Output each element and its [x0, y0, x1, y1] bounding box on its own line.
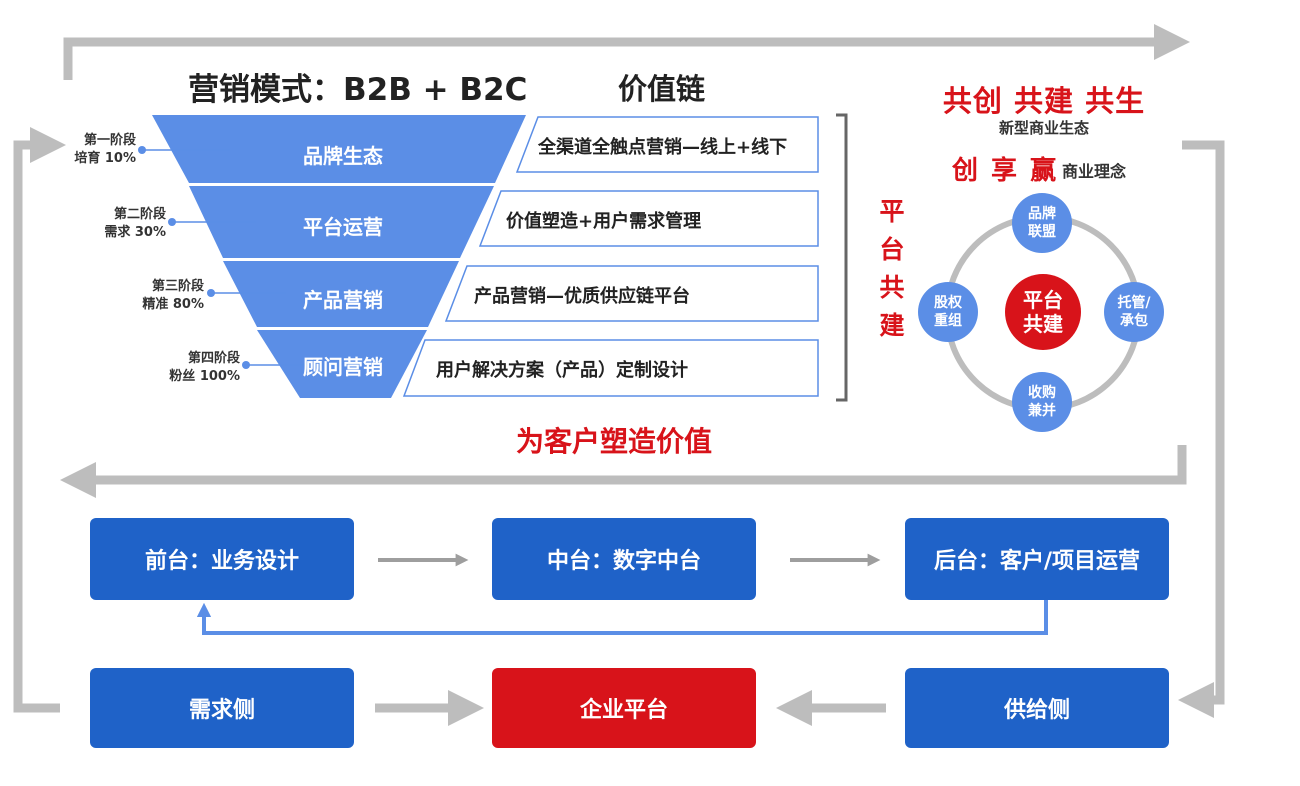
platform-vertical-char-2: 台 [879, 235, 905, 264]
node-platform-co-build: 平台共建 [1005, 274, 1081, 350]
chain-box-1 [515, 116, 819, 173]
chain-text-2: 价值塑造+用户需求管理 [506, 211, 702, 232]
chain-box-4 [402, 339, 819, 397]
back-to-front-feedback-arrow [196, 600, 1048, 635]
platform-vertical-char-3: 共 [879, 273, 905, 302]
middle-return-arrow [60, 445, 1187, 498]
stage-label-4: 第四阶段 粉丝 100% [169, 351, 240, 384]
node-acquisition: 收购兼并 [1012, 372, 1072, 432]
funnel-label-product: 产品营销 [303, 288, 383, 312]
funnel-layer-3 [223, 261, 459, 327]
customer-value-title: 为客户塑造价值 [516, 425, 713, 458]
left-loop-arrow [13, 127, 66, 713]
node-brand-alliance: 品牌联盟 [1012, 193, 1072, 253]
chain-text-4: 用户解决方案（产品）定制设计 [436, 360, 688, 381]
ecosystem-title: 共创 共建 共生 [942, 84, 1146, 118]
platform-vertical-char-4: 建 [879, 311, 905, 340]
stage-label-1: 第一阶段 培育 10% [74, 133, 136, 166]
chain-box-3 [444, 265, 819, 322]
funnel-label-brand: 品牌生态 [303, 144, 383, 168]
marketing-model-title: 营销模式：B2B + B2C [188, 72, 528, 108]
chain-bracket [836, 113, 848, 402]
funnel-label-platform: 平台运营 [303, 215, 383, 239]
node-equity-restructuring: 股权重组 [918, 282, 978, 342]
enterprise-platform-box: 企业平台 [492, 668, 756, 748]
stage-dot-4 [242, 361, 250, 369]
right-loop-arrow [1178, 140, 1225, 718]
funnel-layer-1 [152, 115, 526, 183]
business-concept-label: 商业理念 [1062, 162, 1127, 181]
ecosystem-subtitle: 新型商业生态 [998, 119, 1089, 137]
node-trusteeship: 托管/承包 [1104, 282, 1164, 342]
front-office-box: 前台：业务设计 [90, 518, 354, 600]
stage-label-2: 第二阶段 需求 30% [104, 207, 166, 240]
top-loop-arrow [63, 24, 1190, 80]
chain-box-2 [478, 190, 819, 247]
stage-dot-2 [168, 218, 176, 226]
business-concept-red: 创 享 赢 [952, 156, 1059, 186]
value-chain-title: 价值链 [618, 72, 706, 106]
supply-side-box: 供给侧 [905, 668, 1169, 748]
platform-vertical-char-1: 平 [879, 197, 905, 226]
middle-office-box: 中台：数字中台 [492, 518, 756, 600]
funnel-label-consultant: 顾问营销 [303, 355, 383, 379]
funnel-layer-2 [189, 186, 494, 258]
stage-dot-1 [138, 146, 146, 154]
demand-side-box: 需求侧 [90, 668, 354, 748]
back-office-box: 后台：客户/项目运营 [905, 518, 1169, 600]
funnel-layer-4 [257, 330, 427, 398]
chain-text-3: 产品营销—优质供应链平台 [474, 286, 690, 307]
chain-text-1: 全渠道全触点营销—线上+线下 [538, 137, 788, 158]
stage-dot-3 [207, 289, 215, 297]
stage-label-3: 第三阶段 精准 80% [142, 279, 204, 312]
